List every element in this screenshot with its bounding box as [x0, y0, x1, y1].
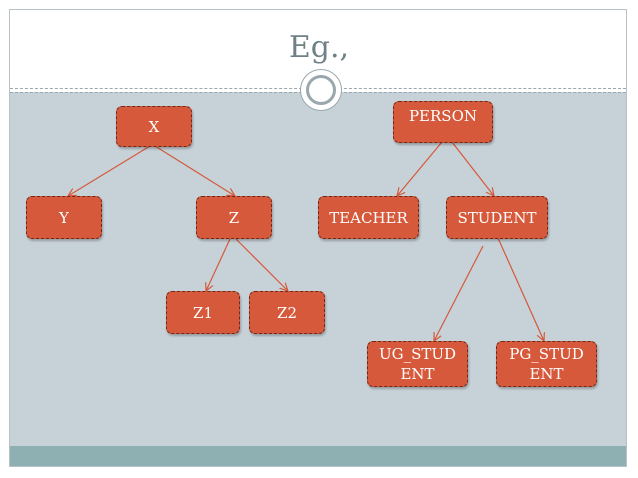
node-teacher: TEACHER — [318, 196, 419, 239]
node-x: X — [116, 106, 192, 147]
node-ug-student: UG_STUD ENT — [367, 341, 468, 387]
edge-student-ug — [434, 245, 484, 341]
node-z: Z — [196, 196, 272, 239]
edge-person-student — [451, 141, 494, 196]
circle-ornament-inner — [306, 75, 336, 105]
edge-person-teacher — [397, 141, 443, 196]
edge-z-z2 — [235, 238, 288, 291]
footer-bar — [10, 446, 626, 466]
node-z2: Z2 — [249, 291, 325, 334]
node-y: Y — [26, 196, 102, 239]
edge-x-y — [68, 145, 151, 196]
node-z1: Z1 — [166, 291, 240, 334]
node-pg-student: PG_STUD ENT — [496, 341, 597, 387]
node-person: PERSON — [393, 101, 493, 143]
content-area — [10, 92, 626, 446]
edge-x-z — [154, 145, 235, 196]
edge-z-z1 — [206, 238, 231, 291]
slide-title: Eg., — [288, 30, 350, 65]
circle-ornament-icon — [300, 69, 342, 111]
node-student: STUDENT — [446, 196, 548, 239]
edge-student-pg — [497, 237, 544, 341]
